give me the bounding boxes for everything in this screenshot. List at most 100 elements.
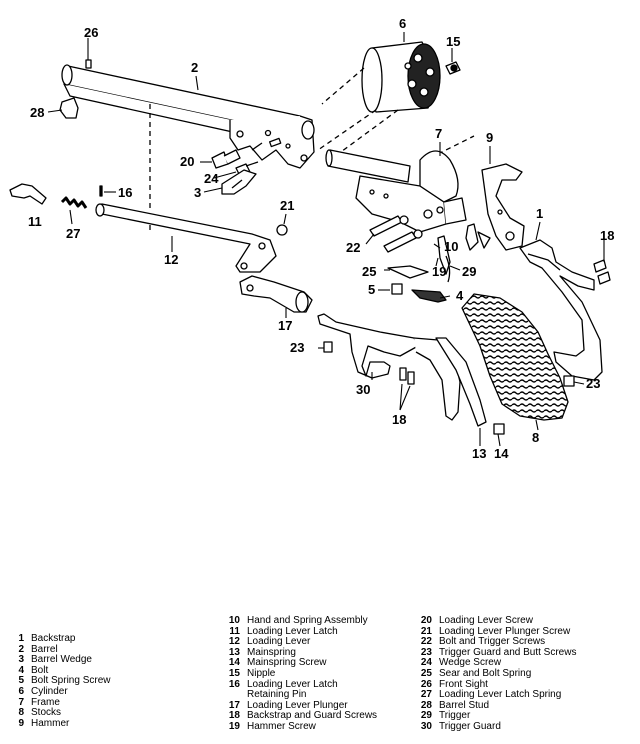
loading-lever-screw-part <box>211 149 241 169</box>
loading-lever-latch-part <box>9 183 47 205</box>
callout-11: 11 <box>28 214 42 229</box>
trigger-part <box>445 255 451 283</box>
callout-18-bottom: 18 <box>392 412 406 427</box>
callout-10: 10 <box>444 239 458 254</box>
callout-14: 14 <box>494 446 509 461</box>
latch-pin-part <box>99 185 103 197</box>
loading-lever-plunger-part <box>239 275 313 313</box>
mainspring-part <box>435 337 487 427</box>
stocks-part <box>461 293 569 421</box>
callout-labels: 26 2 6 15 28 7 9 20 24 3 16 21 1 11 27 2… <box>28 16 614 461</box>
trigger-guard-part <box>317 313 461 421</box>
callout-18-right: 18 <box>600 228 614 243</box>
loading-lever-part <box>95 203 277 273</box>
hammer-part <box>481 163 525 251</box>
callout-21: 21 <box>280 198 294 213</box>
callout-9: 9 <box>486 130 493 145</box>
bolt-part <box>411 289 447 303</box>
callout-24: 24 <box>204 171 219 186</box>
callout-30: 30 <box>356 382 370 397</box>
mainspring-screw-part <box>493 423 505 435</box>
callout-8: 8 <box>532 430 539 445</box>
cylinder-part <box>361 41 441 113</box>
exploded-parts-diagram: 26 2 6 15 28 7 9 20 24 3 16 21 1 11 27 2… <box>9 16 614 461</box>
bolt-trigger-screws-part <box>369 215 423 253</box>
callout-6: 6 <box>399 16 406 31</box>
callout-27: 27 <box>66 226 80 241</box>
callout-20: 20 <box>180 154 194 169</box>
hand-spring-part <box>465 223 491 251</box>
callout-26: 26 <box>84 25 98 40</box>
callout-3: 3 <box>194 185 201 200</box>
callout-15: 15 <box>446 34 460 49</box>
callout-12: 12 <box>164 252 178 267</box>
nipple-part <box>445 61 461 75</box>
legend-item-continuation: Retaining Pin <box>247 689 307 701</box>
callout-5: 5 <box>368 282 375 297</box>
callout-28: 28 <box>30 105 44 120</box>
sear-bolt-spring-part <box>387 265 429 279</box>
butt-screw-right-part <box>563 375 575 387</box>
callout-23-left: 23 <box>290 340 304 355</box>
leader-lines <box>47 32 605 447</box>
callout-2: 2 <box>191 60 198 75</box>
callout-1: 1 <box>536 206 543 221</box>
barrel-part <box>61 64 315 169</box>
callout-16: 16 <box>118 185 132 200</box>
plunger-screw-part <box>276 224 288 236</box>
callout-25: 25 <box>362 264 376 279</box>
callout-29: 29 <box>462 264 476 279</box>
callout-17: 17 <box>278 318 292 333</box>
guard-screws-part <box>399 367 415 385</box>
callout-22: 22 <box>346 240 360 255</box>
callout-23-right: 23 <box>586 376 600 391</box>
bolt-spring-screw-part <box>391 283 403 295</box>
trigger-guard-screw-part <box>323 341 333 353</box>
hammer-screw-part <box>437 235 451 275</box>
callout-7: 7 <box>435 126 442 141</box>
barrel-wedge-part <box>221 169 257 195</box>
front-sight-part <box>85 59 92 69</box>
barrel-stud-part <box>59 97 79 119</box>
backstrap-screws-part <box>593 259 611 285</box>
callout-13: 13 <box>472 446 486 461</box>
callout-19: 19 <box>432 264 446 279</box>
backstrap-part <box>519 239 603 381</box>
frame-part <box>325 149 467 233</box>
latch-spring-part <box>60 196 88 209</box>
callout-4: 4 <box>456 288 464 303</box>
